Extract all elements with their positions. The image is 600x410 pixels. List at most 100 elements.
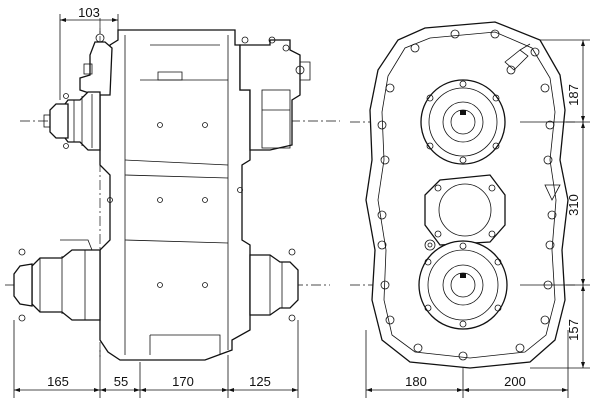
- cover-outer: [420, 79, 506, 165]
- cover-bolt: [434, 230, 442, 238]
- top-fitting: [504, 43, 531, 75]
- cover-ring: [428, 87, 498, 157]
- housing-boss: [157, 71, 183, 81]
- housing-joint-line: [124, 159, 229, 166]
- cover-bolt: [424, 258, 432, 266]
- perimeter-bolt: [377, 240, 387, 250]
- side-view: 103 165 55 170 125: [5, 5, 340, 398]
- cover-bolt: [434, 184, 442, 192]
- dimension-label-170: 170: [172, 374, 194, 389]
- front-housing-flange: [377, 31, 557, 359]
- middle-access-cover: [424, 174, 506, 246]
- dimension-bottom-chain: 165 55 170 125: [13, 320, 299, 398]
- housing-bolts: [107, 122, 243, 288]
- housing-bolt: [202, 197, 208, 203]
- arrowheads: [60, 18, 118, 22]
- perimeter-bolt: [547, 210, 557, 220]
- cover-bolt: [424, 304, 432, 312]
- cover-outer: [418, 240, 508, 330]
- perimeter-bolt: [545, 240, 555, 250]
- output-actuator: [300, 61, 311, 81]
- housing-bolt: [157, 122, 163, 128]
- housing-bolt: [107, 197, 113, 203]
- housing-bolt: [202, 122, 208, 128]
- cover-bolt: [492, 142, 500, 150]
- coupling-bolt: [288, 314, 296, 322]
- output-cover: [261, 89, 291, 149]
- perimeter-bolt: [413, 343, 423, 353]
- housing-bolt: [157, 197, 163, 203]
- perimeter-bolt: [410, 43, 420, 53]
- dimension-top: 103: [59, 5, 119, 100]
- housing-joint-line: [124, 239, 229, 244]
- perimeter-bolt: [377, 210, 387, 220]
- dimension-label-165: 165: [47, 374, 69, 389]
- cover-bolt: [494, 304, 502, 312]
- fitting-body: [504, 49, 529, 71]
- output-bolt: [268, 36, 276, 44]
- dimension-label-200: 200: [504, 374, 526, 389]
- cover-bolt: [488, 230, 496, 238]
- fitting-stem: [519, 43, 531, 51]
- coupling-bolt: [18, 314, 26, 322]
- coupling-bolt: [18, 248, 26, 256]
- cover-bolt: [459, 80, 467, 88]
- lower-bearing-cover: [418, 240, 508, 330]
- housing-joint-line: [124, 174, 229, 179]
- housing-bolt: [202, 282, 208, 288]
- perimeter-bolts: [377, 29, 557, 361]
- perimeter-bolt: [380, 280, 390, 290]
- dimension-right-chain: 187 310 157: [520, 39, 590, 369]
- cover-bolt: [492, 94, 500, 102]
- cover-hub: [442, 264, 484, 306]
- cover-bolt: [459, 156, 467, 164]
- housing-bolt: [237, 187, 243, 193]
- lower-left-coupling: [13, 239, 101, 322]
- coupling-bolt: [63, 93, 69, 99]
- dimension-label-180: 180: [405, 374, 427, 389]
- perimeter-bolt: [545, 120, 555, 130]
- access-cover-ring: [438, 183, 492, 237]
- cover-bolt: [426, 142, 434, 150]
- dimension-label-103: 103: [78, 5, 100, 20]
- arrowheads: [366, 388, 568, 392]
- actuator-nut: [83, 63, 93, 75]
- dimension-front-bottom: 180 200: [365, 330, 569, 398]
- dimension-label-55: 55: [114, 374, 128, 389]
- coupling-bolt: [288, 248, 296, 256]
- dimension-label-187: 187: [566, 84, 581, 106]
- perimeter-bolt: [515, 343, 525, 353]
- output-bolt: [241, 36, 249, 44]
- perimeter-bolt: [530, 47, 540, 57]
- perimeter-bolt: [450, 29, 460, 39]
- cover-bolt: [426, 94, 434, 102]
- cover-hub: [442, 101, 484, 143]
- coupling-guard: [60, 239, 93, 251]
- upper-output-housing: [239, 36, 311, 151]
- dimension-label-125: 125: [249, 374, 271, 389]
- upper-bearing-cover: [420, 79, 506, 165]
- housing-bolt: [157, 282, 163, 288]
- dimension-label-157: 157: [566, 319, 581, 341]
- perimeter-bolt: [490, 29, 500, 39]
- perimeter-bolt: [380, 155, 390, 165]
- cover-ring: [427, 249, 499, 321]
- fitting-cap: [506, 65, 516, 75]
- perimeter-bolt: [377, 120, 387, 130]
- shaft-key: [460, 273, 466, 278]
- housing-base: [150, 334, 221, 355]
- dimension-label-310: 310: [566, 194, 581, 216]
- cover-bolt: [459, 242, 467, 250]
- coupling-tip: [43, 114, 51, 128]
- shaft-key: [460, 110, 466, 115]
- cover-bolt: [459, 320, 467, 328]
- cover-bolt: [494, 258, 502, 266]
- front-view: 187 310 157 180 200: [350, 21, 590, 398]
- lower-right-coupling: [249, 248, 299, 322]
- lifting-bracket: [544, 184, 561, 201]
- access-cover-plate: [424, 174, 506, 246]
- top-actuator: [79, 41, 113, 96]
- perimeter-bolt: [540, 315, 550, 325]
- perimeter-bolt: [385, 83, 395, 93]
